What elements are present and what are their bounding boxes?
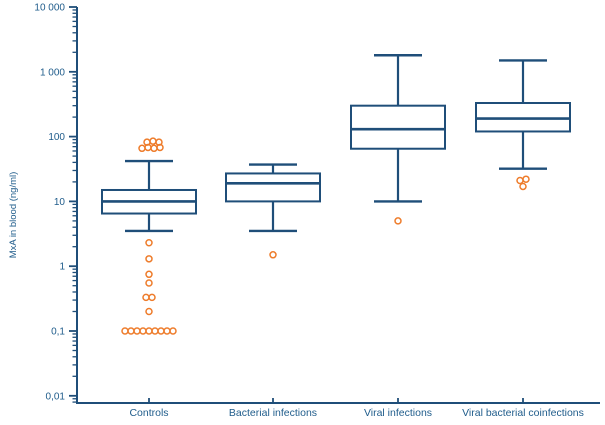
box-viral-infections bbox=[350, 104, 446, 150]
outlier-point-controls bbox=[149, 137, 157, 145]
outlier-point-controls bbox=[145, 279, 153, 287]
y-tick-label: 0,01 bbox=[46, 391, 66, 402]
outlier-point-controls bbox=[163, 327, 171, 335]
outlier-point-controls bbox=[145, 327, 153, 335]
y-tick-label: 0,1 bbox=[51, 327, 65, 338]
box-viral-bacterial-coinfections bbox=[475, 102, 571, 133]
y-tick-label: 1 000 bbox=[40, 67, 65, 78]
y-tick-label: 100 bbox=[48, 132, 65, 143]
outlier-point-controls bbox=[133, 327, 141, 335]
y-tick-label: 1 bbox=[59, 262, 65, 273]
x-category-label-bacterial-infections: Bacterial infections bbox=[229, 407, 317, 419]
outlier-point-controls bbox=[145, 239, 153, 247]
x-category-label-controls: Controls bbox=[129, 407, 168, 419]
outlier-point-bacterial-infections bbox=[269, 251, 277, 259]
outlier-point-controls bbox=[121, 327, 129, 335]
outlier-point-viral-bacterial-coinfections bbox=[516, 176, 524, 185]
outlier-point-viral-bacterial-coinfections bbox=[519, 182, 527, 191]
box-bacterial-infections bbox=[225, 172, 321, 203]
outlier-point-controls bbox=[157, 327, 165, 335]
outlier-point-controls bbox=[139, 327, 147, 335]
outlier-point-controls bbox=[145, 255, 153, 263]
outlier-point-controls bbox=[148, 293, 156, 302]
x-category-label-viral-bacterial-coinfections: Viral bacterial coinfections bbox=[462, 407, 584, 419]
y-tick-label: 10 bbox=[54, 197, 66, 208]
outlier-point-controls bbox=[138, 144, 146, 153]
x-category-label-viral-infections: Viral infections bbox=[364, 407, 432, 419]
outlier-point-controls bbox=[150, 144, 158, 153]
outlier-point-controls bbox=[169, 327, 177, 335]
outlier-point-viral-bacterial-coinfections bbox=[522, 175, 530, 183]
y-tick-label: 10 000 bbox=[34, 3, 65, 14]
y-axis-title: MxA in blood (ng/ml) bbox=[8, 172, 19, 259]
outlier-point-controls bbox=[145, 270, 153, 279]
outlier-point-controls bbox=[151, 327, 159, 335]
outlier-point-controls bbox=[127, 327, 135, 335]
outlier-point-viral-infections bbox=[394, 217, 402, 225]
outlier-point-controls bbox=[145, 307, 153, 316]
outlier-point-controls bbox=[156, 143, 164, 152]
outlier-point-controls bbox=[142, 293, 150, 302]
